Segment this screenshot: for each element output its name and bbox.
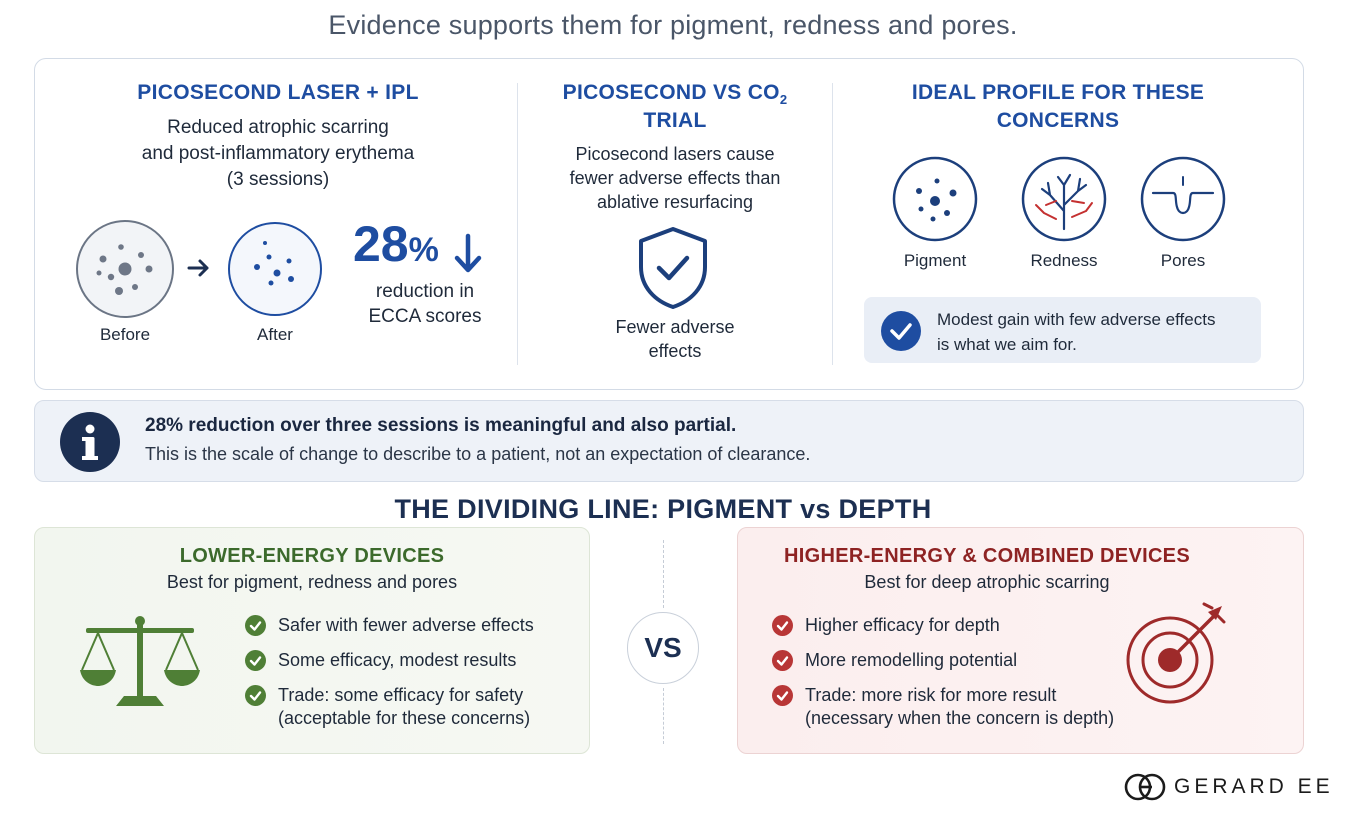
higher-bullet-2: More remodelling potential (772, 649, 1017, 672)
lower-energy-title: LOWER-ENERGY DEVICES (179, 545, 445, 567)
brand-logo: GERARD EE (1124, 772, 1334, 802)
green-check-icon (245, 685, 266, 706)
info-icon (60, 412, 120, 472)
dashed-divider-bottom (663, 688, 664, 744)
target-arrow-icon (1126, 602, 1226, 704)
higher-energy-subtitle: Best for deep atrophic scarring (864, 572, 1110, 592)
ideal-profile-title: IDEAL PROFILE FOR THESE (911, 81, 1205, 104)
col2-line1: Picosecond lasers cause (575, 144, 775, 164)
pores-icon (1140, 156, 1226, 242)
before-skin-icon (76, 220, 174, 318)
col2-line3: ablative resurfacing (596, 192, 754, 212)
col2-line2: fewer adverse effects than (569, 168, 781, 188)
info-banner: 28% reduction over three sessions is mea… (34, 400, 1304, 482)
reduction-stat: 28% (353, 215, 439, 273)
lower-bullet-3: Trade: some efficacy for safety(acceptab… (245, 684, 530, 730)
aim-callout: Modest gain with few adverse effects is … (864, 297, 1261, 363)
col1-line1: Reduced atrophic scarring (167, 117, 389, 138)
pigment-label: Pigment (903, 251, 967, 270)
dashed-divider-top (663, 540, 664, 608)
after-skin-icon (228, 222, 322, 316)
arrow-right-icon (187, 259, 209, 277)
green-check-icon (245, 650, 266, 671)
page-subtitle: Evidence supports them for pigment, redn… (328, 10, 1018, 40)
arrow-down-icon (454, 233, 482, 273)
red-check-icon (772, 650, 793, 671)
lower-energy-panel (34, 527, 590, 754)
pigment-icon (892, 156, 978, 242)
col1-line3: (3 sessions) (226, 169, 330, 190)
ideal-profile-title-line2: CONCERNS (996, 109, 1120, 132)
trial-title: TRIAL (643, 109, 707, 132)
column-divider (517, 83, 518, 365)
higher-bullet-3: Trade: more risk for more result(necessa… (772, 684, 1114, 730)
brand-name: GERARD EE (1174, 775, 1334, 798)
shield-label-line1: Fewer adverse (615, 317, 735, 337)
before-label: Before (99, 325, 151, 344)
stat-number: 28 (353, 216, 409, 272)
pores-label: Pores (1160, 251, 1206, 270)
col1-line2: and post-inflammatory erythema (141, 143, 415, 164)
stat-percent: % (408, 231, 439, 269)
info-detail: This is the scale of change to describe … (145, 444, 811, 464)
vs-badge: VS (627, 612, 699, 684)
stat-line2: ECCA scores (368, 306, 482, 327)
lower-energy-subtitle: Best for pigment, redness and pores (166, 572, 458, 592)
redness-icon (1021, 156, 1107, 242)
co2-subscript: 2 (779, 92, 788, 108)
red-check-icon (772, 685, 793, 706)
red-check-icon (772, 615, 793, 636)
balance-scale-icon (80, 616, 200, 706)
shield-check-icon (639, 227, 707, 309)
evidence-card: PICOSECOND LASER + IPL Reduced atrophic … (34, 58, 1304, 390)
redness-label: Redness (1030, 251, 1098, 270)
lower-bullet-2: Some efficacy, modest results (245, 649, 516, 672)
after-label: After (257, 325, 293, 344)
lower-bullet-1: Safer with fewer adverse effects (245, 614, 534, 637)
check-circle-icon (881, 311, 921, 351)
green-check-icon (245, 615, 266, 636)
column-divider (832, 83, 833, 365)
info-headline: 28% reduction over three sessions is mea… (145, 415, 737, 436)
shield-label-line2: effects (648, 341, 702, 361)
higher-bullet-1: Higher efficacy for depth (772, 614, 1000, 637)
picosecond-ipl-title: PICOSECOND LASER + IPL (137, 81, 419, 104)
brand-mark-icon (1124, 773, 1166, 801)
higher-energy-panel (737, 527, 1304, 754)
picosecond-vs-co2-title: PICOSECOND VS CO2 (562, 81, 788, 108)
stat-line1: reduction in (375, 281, 475, 302)
higher-energy-title: HIGHER-ENERGY & COMBINED DEVICES (784, 545, 1190, 567)
aim-text: Modest gain with few adverse effects is … (937, 310, 1216, 354)
dividing-line-title: THE DIVIDING LINE: PIGMENT vs DEPTH (394, 494, 932, 524)
